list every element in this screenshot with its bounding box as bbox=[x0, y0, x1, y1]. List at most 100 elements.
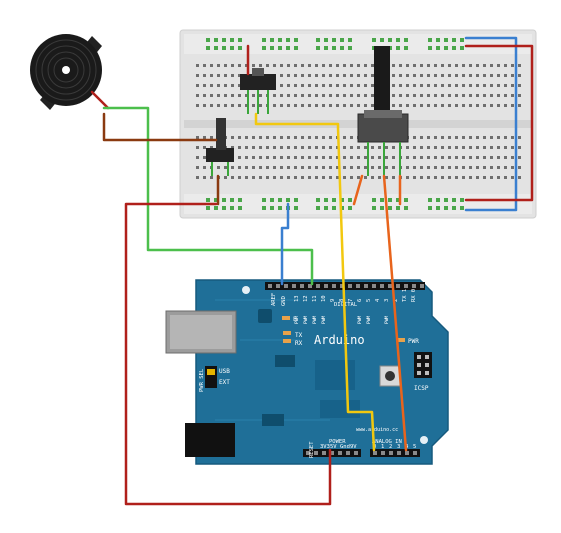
rail-hole bbox=[262, 38, 266, 42]
breadboard-hole bbox=[315, 104, 318, 107]
breadboard-hole bbox=[203, 176, 206, 179]
breadboard-hole bbox=[203, 136, 206, 139]
breadboard-hole bbox=[329, 64, 332, 67]
breadboard-hole bbox=[497, 84, 500, 87]
breadboard-hole bbox=[294, 74, 297, 77]
l-led bbox=[282, 316, 290, 320]
breadboard-hole bbox=[315, 84, 318, 87]
breadboard-hole bbox=[287, 146, 290, 149]
digital-pin-label: 12 bbox=[303, 295, 309, 302]
breadboard-hole bbox=[238, 176, 241, 179]
breadboard-hole bbox=[273, 94, 276, 97]
breadboard-hole bbox=[427, 136, 430, 139]
breadboard-hole bbox=[476, 94, 479, 97]
breadboard-hole bbox=[294, 94, 297, 97]
breadboard-hole bbox=[462, 74, 465, 77]
breadboard-hole bbox=[203, 94, 206, 97]
breadboard-hole bbox=[350, 146, 353, 149]
breadboard-hole bbox=[196, 176, 199, 179]
breadboard-hole bbox=[497, 64, 500, 67]
rail-hole bbox=[230, 198, 234, 202]
breadboard-hole bbox=[511, 104, 514, 107]
breadboard-hole bbox=[420, 156, 423, 159]
breadboard-hole bbox=[490, 104, 493, 107]
breadboard-hole bbox=[245, 136, 248, 139]
breadboard-hole bbox=[357, 84, 360, 87]
breadboard-hole bbox=[315, 146, 318, 149]
breadboard-hole bbox=[252, 166, 255, 169]
breadboard-hole bbox=[350, 104, 353, 107]
rail-hole bbox=[380, 38, 384, 42]
breadboard-hole bbox=[336, 104, 339, 107]
breadboard-hole bbox=[427, 156, 430, 159]
breadboard-hole bbox=[350, 74, 353, 77]
power-pin-label: 5V bbox=[330, 444, 337, 450]
breadboard-hole bbox=[308, 176, 311, 179]
breadboard-hole bbox=[441, 136, 444, 139]
header-pin bbox=[404, 284, 408, 288]
breadboard-hole bbox=[497, 104, 500, 107]
pushbutton bbox=[206, 118, 234, 176]
rail-hole bbox=[452, 38, 456, 42]
breadboard-hole bbox=[399, 64, 402, 67]
breadboard-hole bbox=[392, 84, 395, 87]
wire-orange-pot-wiper bbox=[382, 174, 408, 452]
breadboard-hole bbox=[210, 136, 213, 139]
rail-hole bbox=[428, 198, 432, 202]
analog-pin-label: 5 bbox=[413, 444, 416, 450]
breadboard-hole bbox=[427, 74, 430, 77]
breadboard-hole bbox=[413, 84, 416, 87]
breadboard-hole bbox=[238, 64, 241, 67]
pwr-sel-label: PWR SEL bbox=[199, 368, 205, 392]
rail-hole bbox=[206, 206, 210, 210]
breadboard-hole bbox=[413, 74, 416, 77]
breadboard-hole bbox=[238, 166, 241, 169]
breadboard-hole bbox=[203, 74, 206, 77]
breadboard-hole bbox=[420, 104, 423, 107]
header-pin bbox=[412, 284, 416, 288]
rail-hole bbox=[332, 206, 336, 210]
tx-label: TX bbox=[295, 332, 303, 339]
breadboard-hole bbox=[490, 146, 493, 149]
breadboard-hole bbox=[497, 166, 500, 169]
header-pin bbox=[348, 284, 352, 288]
breadboard-hole bbox=[392, 64, 395, 67]
breadboard-hole bbox=[441, 64, 444, 67]
breadboard-hole bbox=[483, 84, 486, 87]
breadboard-hole bbox=[231, 84, 234, 87]
breadboard-hole bbox=[343, 156, 346, 159]
breadboard-hole bbox=[406, 94, 409, 97]
breadboard-hole bbox=[483, 166, 486, 169]
breadboard-hole bbox=[252, 64, 255, 67]
breadboard-hole bbox=[329, 136, 332, 139]
breadboard-hole bbox=[455, 176, 458, 179]
arduino-board: Arduino DIGITAL ANALOG IN POWER www.ardu… bbox=[165, 279, 449, 465]
breadboard-hole bbox=[294, 166, 297, 169]
rail-hole bbox=[444, 206, 448, 210]
rail-hole bbox=[452, 198, 456, 202]
breadboard-hole bbox=[322, 156, 325, 159]
breadboard-hole bbox=[252, 146, 255, 149]
header-pin bbox=[332, 284, 336, 288]
header-pin bbox=[405, 451, 409, 455]
rail-hole bbox=[238, 206, 242, 210]
breadboard-hole bbox=[490, 74, 493, 77]
breadboard-hole bbox=[315, 74, 318, 77]
breadboard-hole bbox=[294, 146, 297, 149]
breadboard-hole bbox=[203, 64, 206, 67]
breadboard-hole bbox=[203, 156, 206, 159]
breadboard-hole bbox=[504, 94, 507, 97]
breadboard-hole bbox=[490, 94, 493, 97]
breadboard-hole bbox=[518, 136, 521, 139]
digital-pin-label: 5 bbox=[366, 299, 372, 302]
header-pin bbox=[292, 284, 296, 288]
rail-hole bbox=[348, 206, 352, 210]
breadboard-hole bbox=[462, 84, 465, 87]
breadboard-hole bbox=[392, 94, 395, 97]
breadboard-hole bbox=[448, 74, 451, 77]
rail-hole bbox=[396, 198, 400, 202]
breadboard-hole bbox=[245, 94, 248, 97]
breadboard-hole bbox=[448, 84, 451, 87]
power-label: POWER bbox=[329, 439, 346, 445]
breadboard-hole bbox=[252, 136, 255, 139]
